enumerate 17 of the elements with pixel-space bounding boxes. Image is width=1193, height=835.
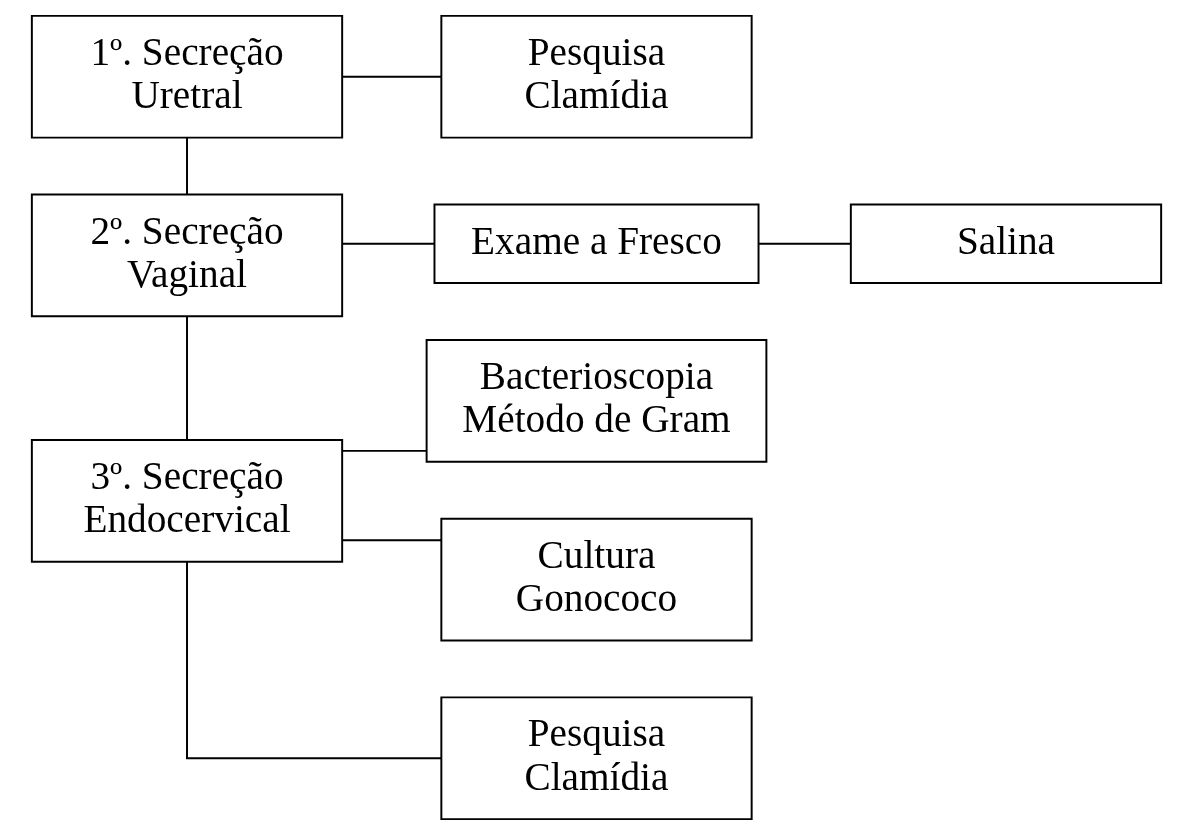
- connector: [341, 242, 436, 245]
- connector: [186, 136, 188, 196]
- node-box: 1º. Secreção Uretral: [30, 14, 344, 139]
- node-box: Pesquisa Clamídia: [440, 14, 753, 139]
- connector: [186, 315, 188, 441]
- node-box: 3º. Secreção Endocervical: [30, 439, 344, 563]
- node-box: Pesquisa Clamídia: [440, 696, 753, 821]
- node-box: 2º. Secreção Vaginal: [30, 193, 344, 318]
- node-box: Bacterioscopia Método de Gram: [425, 338, 768, 463]
- node-box: Salina: [849, 203, 1163, 284]
- connector: [341, 449, 428, 452]
- connector: [186, 560, 443, 760]
- connector: [757, 242, 852, 245]
- connector: [341, 75, 443, 78]
- node-box: Cultura Gonococo: [440, 517, 753, 642]
- connector: [341, 539, 443, 542]
- node-box: Exame a Fresco: [433, 203, 760, 284]
